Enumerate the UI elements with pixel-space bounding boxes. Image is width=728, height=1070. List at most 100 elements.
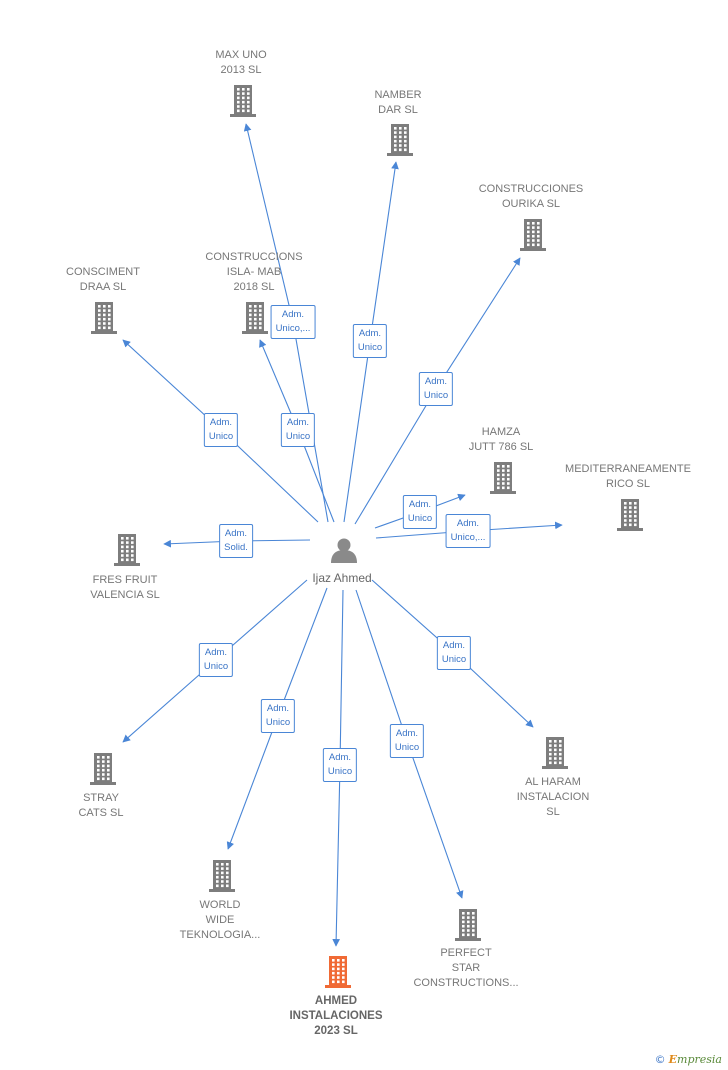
- relation-line: Adm.: [286, 417, 310, 428]
- relation-badge-fres-fruit-valencia[interactable]: Adm. Solid.: [219, 524, 253, 558]
- company-node-ahmed-instalaciones-2023[interactable]: [325, 956, 351, 988]
- relation-line: Unico: [407, 513, 433, 524]
- relation-badge-namber-dar[interactable]: Adm. Unico: [352, 324, 388, 358]
- company-label-namber-dar[interactable]: NAMBER DAR SL: [374, 88, 421, 118]
- company-label-ahmed-instalaciones-2023[interactable]: AHMED INSTALACIONES 2023 SL: [289, 994, 382, 1039]
- company-node-perfect-star-constructions[interactable]: [455, 909, 481, 941]
- relation-line: Unico: [327, 766, 353, 777]
- building-icon: [542, 737, 568, 769]
- company-node-al-haram-instalacion[interactable]: [542, 737, 568, 769]
- brand-initial: E: [668, 1053, 678, 1066]
- company-node-mediterraneamente-rico[interactable]: [617, 499, 643, 531]
- company-label-line: AHMED: [314, 995, 358, 1007]
- company-node-construcciones-ourika[interactable]: [520, 219, 546, 251]
- relation-line: Adm.: [209, 417, 233, 428]
- company-label-line: WIDE: [205, 914, 235, 926]
- relation-line: Unico,...: [275, 323, 311, 334]
- company-label-line: CONSTRUCTIONS...: [413, 977, 519, 989]
- relation-badge-consciment-draa[interactable]: Adm. Unico: [203, 413, 239, 447]
- company-label-line: INSTALACION: [516, 791, 590, 803]
- relation-badge-world-wide-teknologia[interactable]: Adm.Unico: [260, 699, 296, 733]
- relation-badge-max-uno[interactable]: Adm. Unico,...: [270, 305, 316, 339]
- person-icon: [331, 538, 357, 563]
- relation-badge-mediterraneamente-rico[interactable]: Adm.Unico,...: [445, 514, 491, 548]
- company-node-hamza-jutt[interactable]: [490, 462, 516, 494]
- center-person-label[interactable]: Ijaz Ahmed: [312, 571, 372, 585]
- company-label-line: NAMBER: [374, 89, 422, 101]
- company-node-world-wide-teknologia[interactable]: [209, 860, 235, 892]
- relation-line: Unico: [203, 661, 229, 672]
- company-label-line: INSTALACIONES: [289, 1010, 383, 1022]
- brand-footer: ©Empresia: [655, 1053, 722, 1066]
- building-icon: [617, 499, 643, 531]
- company-label-line: 2013 SL: [220, 64, 262, 76]
- relation-line: Adm.: [358, 328, 382, 339]
- relation-line: Unico: [394, 742, 420, 753]
- relation-line: Adm.: [424, 376, 448, 387]
- company-label-al-haram-instalacion[interactable]: AL HARAM INSTALACION SL: [517, 775, 590, 820]
- company-node-max-uno[interactable]: [230, 85, 256, 117]
- relation-line: Unico: [208, 431, 234, 442]
- company-node-fres-fruit-valencia[interactable]: [114, 534, 140, 566]
- relation-badge-al-haram-instalacion[interactable]: Adm.Unico: [436, 636, 472, 670]
- company-label-line: MAX UNO: [215, 49, 267, 61]
- relation-badge-construcciones-ourika[interactable]: Adm. Unico: [418, 372, 454, 406]
- building-icon: [490, 462, 516, 494]
- building-icon: [455, 909, 481, 941]
- company-label-line: VALENCIA SL: [90, 589, 160, 601]
- company-label-line: OURIKA SL: [501, 198, 561, 210]
- company-label-line: CONSTRUCCIONES: [478, 183, 584, 195]
- brand-name: mpresia: [677, 1053, 722, 1066]
- building-icon: [242, 302, 268, 334]
- company-label-line: SL: [546, 806, 560, 818]
- company-label-stray-cats[interactable]: STRAY CATS SL: [78, 791, 123, 821]
- relation-line: Unico: [285, 431, 311, 442]
- relation-badge-stray-cats[interactable]: Adm. Unico: [198, 643, 234, 677]
- company-node-construccions-isla-mab[interactable]: [242, 302, 268, 334]
- company-label-line: CONSCIMENT: [66, 266, 140, 278]
- relation-line: Adm.: [204, 647, 228, 658]
- relation-line: Solid.: [224, 542, 248, 553]
- relation-line: Adm.: [328, 752, 352, 763]
- company-node-consciment-draa[interactable]: [91, 302, 117, 334]
- building-icon: [325, 956, 351, 988]
- company-label-fres-fruit-valencia[interactable]: FRES FRUIT VALENCIA SL: [90, 573, 160, 603]
- company-label-line: MEDITERRANEAMENTE: [565, 463, 691, 475]
- company-label-line: 2023 SL: [314, 1025, 358, 1037]
- company-label-max-uno[interactable]: MAX UNO 2013 SL: [215, 48, 266, 78]
- company-label-line: CONSTRUCCIONS: [205, 251, 303, 263]
- center-person-node[interactable]: [331, 538, 357, 564]
- relation-line: Adm.: [224, 528, 248, 539]
- building-icon: [520, 219, 546, 251]
- relation-badge-ahmed-instalaciones-2023[interactable]: Adm. Unico: [322, 748, 358, 782]
- company-label-line: AL HARAM: [525, 776, 581, 788]
- company-label-line: TEKNOLOGIA...: [179, 929, 261, 941]
- company-label-line: HAMZA: [481, 426, 521, 438]
- relation-badge-construccions-isla-mab[interactable]: Adm. Unico: [280, 413, 316, 447]
- relation-line: Adm.: [442, 640, 466, 651]
- building-icon: [114, 534, 140, 566]
- company-node-namber-dar[interactable]: [387, 124, 413, 156]
- relation-line: Unico: [423, 390, 449, 401]
- company-label-construcciones-ourika[interactable]: CONSTRUCCIONES OURIKA SL: [479, 182, 584, 212]
- relation-badge-hamza-jutt[interactable]: Adm.Unico: [402, 495, 438, 529]
- relation-line: Unico: [265, 717, 291, 728]
- company-label-line: CATS SL: [78, 807, 124, 819]
- relation-badge-perfect-star-constructions[interactable]: Adm. Unico: [389, 724, 425, 758]
- relation-line: Adm.: [281, 309, 305, 320]
- company-label-line: FRES FRUIT: [92, 574, 158, 586]
- company-label-line: STRAY: [83, 792, 119, 804]
- company-node-stray-cats[interactable]: [90, 753, 116, 785]
- company-label-line: DAR SL: [378, 104, 418, 116]
- relation-line: Unico: [357, 342, 383, 353]
- company-label-line: ISLA- MAB: [226, 266, 282, 278]
- copyright-icon: ©: [654, 1053, 666, 1066]
- relation-line: Adm.: [395, 728, 419, 739]
